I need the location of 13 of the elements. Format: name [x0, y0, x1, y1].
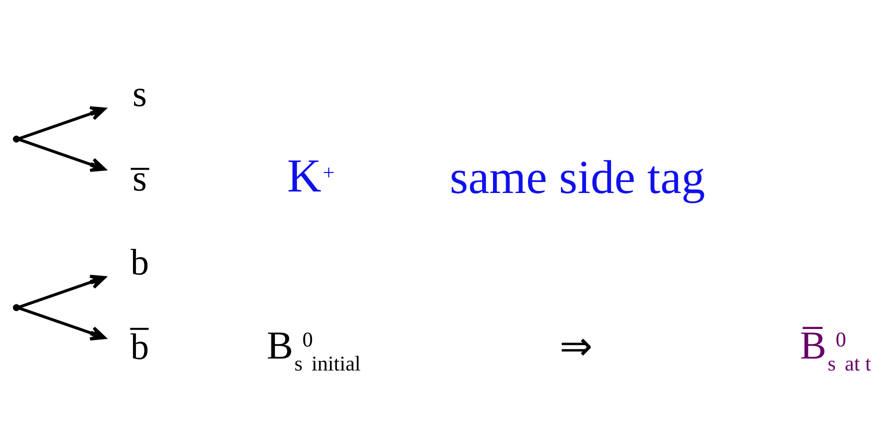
node-text: b — [130, 241, 149, 282]
arrow — [18, 106, 106, 140]
label: K$^{+}$ — [287, 150, 335, 202]
node-text: s̅ — [132, 156, 147, 198]
node-point — [12, 304, 20, 311]
node-point — [12, 135, 20, 142]
node-text: b̅ — [130, 325, 149, 366]
label: same side tag — [450, 151, 706, 204]
arrow — [18, 138, 106, 172]
label: ⇒ — [560, 324, 594, 368]
arrow — [18, 274, 106, 308]
arrow — [18, 306, 106, 340]
node-text: s — [132, 72, 147, 114]
